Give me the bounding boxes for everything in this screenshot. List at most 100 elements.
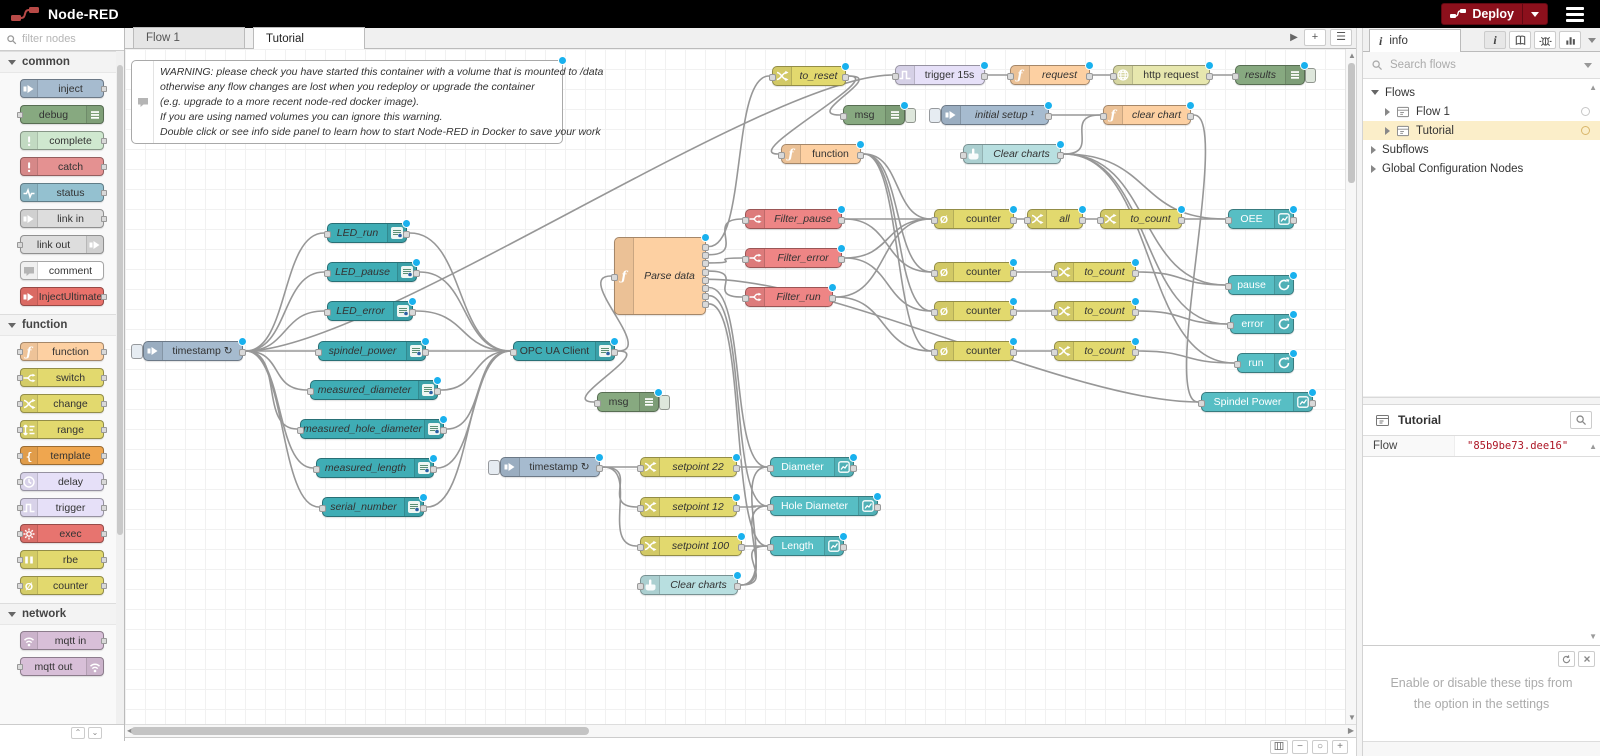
node-hole[interactable]: Hole Diameter <box>767 492 882 516</box>
input-port[interactable] <box>767 503 774 511</box>
output-port[interactable] <box>1132 348 1139 356</box>
output-port[interactable] <box>1010 269 1017 277</box>
input-port[interactable] <box>960 151 967 159</box>
node-error_g[interactable]: error <box>1227 310 1298 334</box>
flow-tab-tutorial[interactable]: Tutorial <box>253 27 365 49</box>
zoom-out-button[interactable]: − <box>1292 740 1308 754</box>
wire[interactable] <box>1138 271 1226 286</box>
output-port[interactable] <box>1178 216 1185 224</box>
output-port[interactable] <box>1079 216 1086 224</box>
input-port[interactable] <box>931 269 938 277</box>
palette-section-function[interactable]: function <box>0 314 124 336</box>
inject-button[interactable] <box>929 108 941 123</box>
node-led_pause[interactable]: LED_pause <box>324 258 421 282</box>
input-port[interactable] <box>1110 72 1117 80</box>
debug-toggle-button[interactable] <box>659 395 670 410</box>
inject-button[interactable] <box>131 344 143 359</box>
debug-toggle-button[interactable] <box>1305 68 1316 83</box>
wire[interactable] <box>245 350 308 391</box>
wire[interactable] <box>1063 114 1101 155</box>
input-port[interactable] <box>1225 282 1232 290</box>
wire[interactable] <box>835 218 932 298</box>
node-f_error[interactable]: Filter_error <box>742 244 846 268</box>
input-port[interactable] <box>637 504 644 512</box>
wire[interactable] <box>708 278 1199 403</box>
palette-node-template[interactable]: {template <box>17 446 107 465</box>
output-port[interactable] <box>733 464 740 472</box>
tips-close-button[interactable] <box>1578 651 1595 667</box>
node-comment-warning[interactable]: WARNING: please check you have started t… <box>131 56 603 144</box>
palette-node-link-out[interactable]: link out <box>17 235 104 254</box>
palette-node-delay[interactable]: delay <box>17 472 107 491</box>
output-port[interactable] <box>702 260 709 268</box>
output-port[interactable] <box>702 276 709 284</box>
wire[interactable] <box>409 232 511 352</box>
palette-node-trigger[interactable]: trigger <box>17 498 107 517</box>
tree-item-subflows[interactable]: Subflows <box>1363 140 1600 159</box>
scroll-down-icon[interactable]: ▼ <box>1348 713 1356 722</box>
palette-node-mqtt-in[interactable]: mqtt in <box>20 631 107 650</box>
input-port[interactable] <box>1097 216 1104 224</box>
wire[interactable] <box>245 350 314 469</box>
tree-scroll-up-icon[interactable]: ▲ <box>1589 83 1597 92</box>
output-port[interactable] <box>1010 308 1017 316</box>
palette-scrollbar[interactable] <box>116 51 124 724</box>
tree-item-global-config[interactable]: Global Configuration Nodes <box>1363 159 1600 178</box>
palette-node-range[interactable]: range <box>17 420 107 439</box>
output-port[interactable] <box>1086 72 1093 80</box>
input-port[interactable] <box>840 112 847 120</box>
deploy-button[interactable]: Deploy <box>1441 3 1548 25</box>
output-port[interactable] <box>850 464 857 472</box>
node-msg2[interactable]: msg <box>840 101 916 125</box>
wire[interactable] <box>426 350 511 508</box>
input-port[interactable] <box>1234 360 1241 368</box>
wire[interactable] <box>415 310 511 352</box>
sidebar-help-button[interactable] <box>1509 31 1531 49</box>
wire[interactable] <box>245 232 325 352</box>
flow-search-caret-icon[interactable] <box>1584 62 1592 68</box>
palette-search[interactable]: filter nodes <box>0 28 124 51</box>
input-port[interactable] <box>1232 72 1239 80</box>
node-sp12[interactable]: setpoint 12 <box>637 493 741 517</box>
node-all_n[interactable]: all <box>1024 205 1087 229</box>
input-port[interactable] <box>1198 399 1205 407</box>
input-port[interactable] <box>1051 348 1058 356</box>
node-inject2[interactable]: timestamp ↻ <box>488 453 604 477</box>
output-port[interactable] <box>1290 216 1297 224</box>
wire[interactable] <box>844 218 932 259</box>
add-flow-button[interactable]: + <box>1304 29 1326 46</box>
output-port[interactable] <box>239 348 246 356</box>
wire[interactable] <box>708 218 743 256</box>
output-port[interactable] <box>734 582 741 590</box>
tips-refresh-button[interactable] <box>1558 651 1575 667</box>
output-port[interactable] <box>1057 151 1064 159</box>
canvas-horizontal-scrollbar[interactable]: ◀ ▶ <box>125 724 1356 737</box>
input-port[interactable] <box>324 269 331 277</box>
output-port[interactable] <box>702 301 709 309</box>
input-port[interactable] <box>297 426 304 434</box>
wire[interactable] <box>740 545 768 586</box>
node-msg1[interactable]: msg <box>594 388 670 412</box>
input-port[interactable] <box>931 308 938 316</box>
sidebar-splitter[interactable] <box>1363 397 1600 405</box>
node-diameter[interactable]: Diameter <box>767 453 858 477</box>
output-port[interactable] <box>702 293 709 301</box>
output-port[interactable] <box>1132 308 1139 316</box>
output-port[interactable] <box>1187 112 1194 120</box>
panel-scroll-up-icon[interactable]: ▲ <box>1589 442 1597 451</box>
node-run_g[interactable]: run <box>1234 349 1298 373</box>
input-port[interactable] <box>767 543 774 551</box>
output-port[interactable] <box>840 543 847 551</box>
canvas-vertical-scrollbar[interactable]: ▲ ▼ <box>1345 49 1356 724</box>
wire[interactable] <box>1185 114 1207 403</box>
input-port[interactable] <box>313 465 320 473</box>
node-m_hole[interactable]: measured_hole_diameter <box>297 415 448 439</box>
input-port[interactable] <box>778 151 785 159</box>
output-port[interactable] <box>1309 399 1316 407</box>
output-port[interactable] <box>842 73 849 81</box>
output-port[interactable] <box>422 348 429 356</box>
